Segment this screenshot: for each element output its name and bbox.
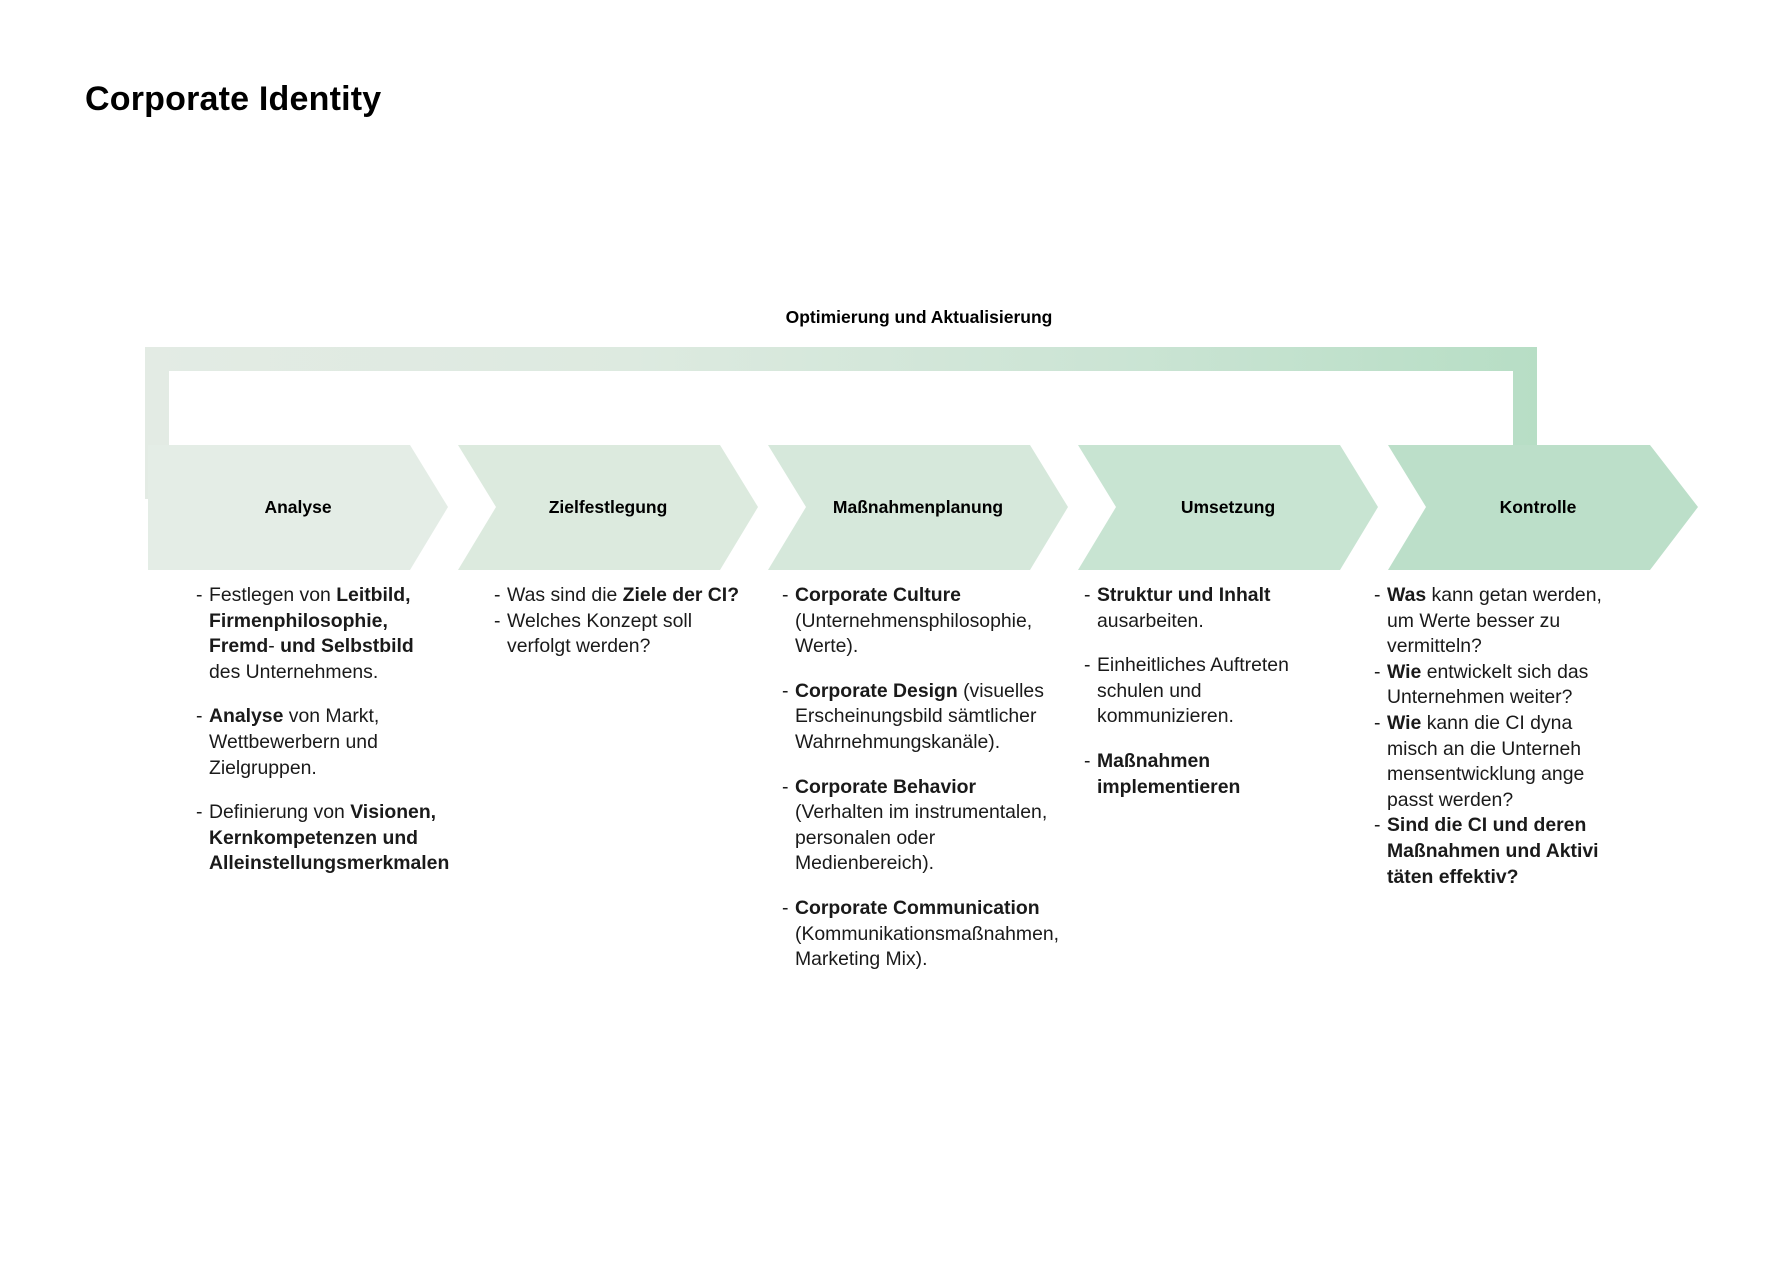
bullet-dash: - bbox=[782, 679, 789, 702]
bullet-item: -Wie kann die CI dyna misch an die Unter… bbox=[1374, 711, 1626, 813]
bullet-text: Festlegen von Leitbild, Firmenphilosophi… bbox=[209, 584, 414, 683]
bullet-dash: - bbox=[196, 801, 203, 824]
bullet-dash: - bbox=[494, 609, 501, 632]
process-chevrons-svg bbox=[148, 445, 1698, 570]
chevron-stage-2[interactable] bbox=[458, 445, 758, 570]
bullet-dash: - bbox=[196, 705, 203, 728]
bullet-text: Corporate Design (visuelles Erscheinungs… bbox=[795, 679, 1044, 753]
bullet-item: -Definierung von Visionen, Kernkompetenz… bbox=[196, 800, 449, 877]
bullet-text: Einheitliches Auftreten schulen und komm… bbox=[1097, 654, 1289, 728]
detail-column-zielfestlegung: -Was sind die Ziele der CI?-Welches Konz… bbox=[494, 583, 744, 660]
bullet-dash: - bbox=[1084, 654, 1091, 677]
bullet-text: Was sind die Ziele der CI? bbox=[507, 584, 740, 606]
bullet-item: -Corporate Behavior (Verhalten im instru… bbox=[782, 775, 1050, 877]
bullet-text: Welches Konzept soll verfolgt werden? bbox=[507, 609, 693, 658]
chevron-label-umsetzung: Umsetzung bbox=[1180, 497, 1276, 517]
chevron-stage-3[interactable] bbox=[768, 445, 1068, 570]
bullet-dash: - bbox=[196, 584, 203, 606]
bullet-item: -Einheitliches Auftreten schulen und kom… bbox=[1084, 653, 1334, 730]
bullet-text: Struktur und Inhalt ausarbeiten. bbox=[1097, 584, 1271, 632]
feedback-loop-path bbox=[145, 347, 1537, 499]
bullet-dash: - bbox=[782, 775, 789, 798]
bullet-item: -Welches Konzept soll verfolgt werden? bbox=[494, 609, 744, 660]
bullet-text: Corporate Behavior (Verhalten im instrum… bbox=[795, 775, 1048, 875]
bullet-dash: - bbox=[1374, 660, 1381, 683]
bullet-dash: - bbox=[1374, 711, 1381, 734]
bullet-dash: - bbox=[1374, 814, 1381, 837]
bullet-dash: - bbox=[1084, 584, 1091, 606]
chevron-stage-1[interactable] bbox=[148, 445, 448, 570]
bullet-item: -Maßnahmen implementieren bbox=[1084, 749, 1334, 800]
detail-column-umsetzung: -Struktur und Inhalt ausarbeiten.-Einhei… bbox=[1084, 583, 1334, 819]
feedback-loop-svg bbox=[145, 347, 1537, 499]
detail-column-kontrolle: -Was kann getan werden, um Werte besser … bbox=[1374, 583, 1626, 890]
detail-column-analyse: -Festlegen von Leitbild, Firmenphilosoph… bbox=[196, 583, 449, 896]
bullet-text: Definierung von Visionen, Kernkompetenze… bbox=[209, 801, 450, 875]
feedback-loop-caption: Optimierung und Aktualisierung bbox=[785, 307, 1053, 327]
stage-detail-columns: -Festlegen von Leitbild, Firmenphilosoph… bbox=[0, 583, 1778, 1023]
bullet-text: Analyse von Markt, Wettbewerbern und Zie… bbox=[209, 705, 380, 779]
bullet-dash: - bbox=[1374, 584, 1381, 606]
bullet-dash: - bbox=[494, 584, 501, 606]
bullet-item: -Corporate Communication (Kommunikations… bbox=[782, 896, 1059, 973]
detail-column-massnahmenplanung: -Corporate Culture (Unternehmensphilosop… bbox=[782, 583, 1059, 992]
bullet-text: Was kann getan werden, um Werte besser z… bbox=[1387, 584, 1602, 658]
chevron-label-analyse: Analyse bbox=[264, 497, 332, 517]
chevron-label-massnahmenplanung: Maßnahmenplanung bbox=[832, 497, 1004, 517]
feedback-loop-bracket bbox=[145, 347, 1537, 527]
chevron-label-zielfestlegung: Zielfestlegung bbox=[548, 497, 668, 517]
chevron-label-kontrolle: Kontrolle bbox=[1499, 497, 1577, 517]
bullet-text: Wie entwickelt sich das Unternehmen weit… bbox=[1387, 660, 1589, 709]
bullet-dash: - bbox=[782, 584, 789, 606]
bullet-text: Corporate Culture (Unternehmensphilosoph… bbox=[795, 584, 1033, 658]
bullet-item: -Corporate Design (visuelles Erscheinung… bbox=[782, 679, 1050, 756]
process-chevron-chain: Analyse Zielfestlegung Maßnahmenplanung … bbox=[148, 445, 1698, 570]
bullet-item: -Wie entwickelt sich das Unternehmen wei… bbox=[1374, 660, 1626, 711]
bullet-text: Corporate Communication (Kommunikationsm… bbox=[795, 896, 1060, 971]
bullet-item: -Was sind die Ziele der CI? bbox=[494, 583, 744, 609]
bullet-item: -Analyse von Markt, Wettbewerbern und Zi… bbox=[196, 704, 436, 781]
bullet-text: Maßnahmen implementieren bbox=[1097, 749, 1241, 798]
bullet-item: -Corporate Culture (Unternehmensphilosop… bbox=[782, 583, 1050, 660]
bullet-item: -Festlegen von Leitbild, Firmenphilosoph… bbox=[196, 583, 436, 685]
chevron-stage-4[interactable] bbox=[1078, 445, 1378, 570]
page-title: Corporate Identity bbox=[85, 80, 382, 118]
bullet-item: -Sind die CI und deren Maßnahmen und Akt… bbox=[1374, 813, 1626, 890]
bullet-text: Wie kann die CI dyna misch an die Untern… bbox=[1387, 711, 1585, 811]
bullet-dash: - bbox=[782, 896, 789, 919]
bullet-dash: - bbox=[1084, 749, 1091, 772]
chevron-stage-5[interactable] bbox=[1388, 445, 1698, 570]
bullet-item: -Struktur und Inhalt ausarbeiten. bbox=[1084, 583, 1334, 634]
bullet-text: Sind die CI und deren Maßnahmen und Akti… bbox=[1387, 814, 1599, 888]
bullet-item: -Was kann getan werden, um Werte besser … bbox=[1374, 583, 1626, 660]
